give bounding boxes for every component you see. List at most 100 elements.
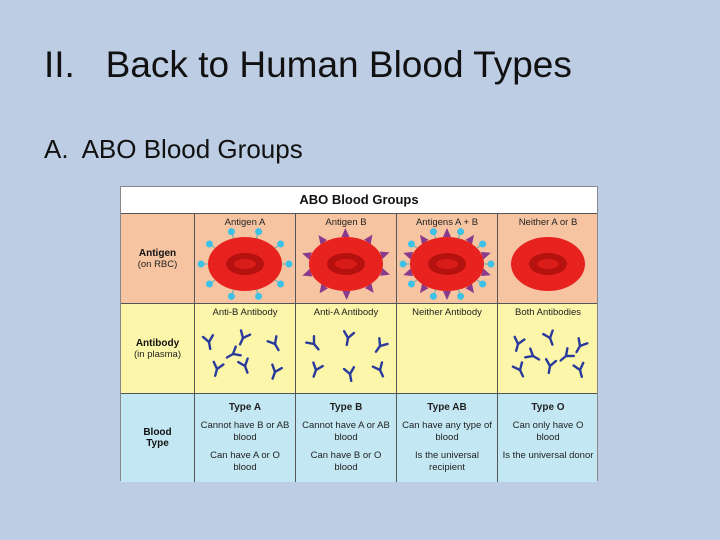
- antibody-arm: [237, 360, 247, 368]
- antigen-b-spike: [419, 283, 429, 294]
- antibody-header: Both Antibodies: [514, 307, 582, 318]
- anti-a-antibodies-icon: [305, 330, 389, 383]
- antigen-b-spike: [379, 251, 390, 260]
- grid-line: [295, 214, 296, 482]
- antibody-y-icon: [572, 361, 585, 378]
- antibody-y-icon: [542, 329, 554, 346]
- type-cell-b: Type B Cannot have A or AB blood Can hav…: [296, 394, 396, 482]
- antibody-arm: [342, 367, 352, 376]
- antibody-arm: [516, 338, 526, 346]
- antibody-arm: [346, 331, 356, 340]
- rbc-plain-icon: [511, 237, 585, 291]
- antigen-a-dot: [277, 240, 285, 248]
- antibody-arm: [378, 342, 389, 348]
- antibody-y-icon: [511, 361, 525, 378]
- antibody-arm: [314, 364, 324, 372]
- rbc-highlight: [436, 259, 458, 269]
- antibody-header: Anti-A Antibody: [313, 307, 379, 318]
- antigen-b-spike: [403, 251, 414, 260]
- antibody-arm: [572, 364, 582, 372]
- antigen-a-dot: [277, 280, 285, 288]
- antigen-b-spike: [443, 291, 451, 300]
- antigen-cell-b: Antigen B: [296, 214, 396, 303]
- grid-line: [121, 303, 597, 304]
- antibody-arm: [201, 335, 211, 344]
- slide-title: II. Back to Human Blood Types: [44, 44, 572, 85]
- antigen-a-dot: [227, 228, 235, 236]
- antibody-arm: [518, 361, 524, 372]
- antibody-y-icon: [575, 337, 589, 354]
- grid-line: [497, 214, 498, 482]
- blood-type-name: Type A: [228, 402, 262, 413]
- antibody-y-icon: [559, 347, 576, 362]
- antigen-a-dot: [407, 240, 415, 248]
- antibody-y-icon: [544, 358, 558, 375]
- antibody-cell-b: Anti-A Antibody: [296, 304, 396, 393]
- table-title: ABO Blood Groups: [299, 192, 419, 207]
- antibody-arm: [544, 358, 552, 368]
- antibody-arm: [378, 361, 384, 372]
- antigen-b-spike: [480, 251, 491, 260]
- antigen-b-spike: [480, 268, 491, 277]
- rbc-highlight: [234, 259, 256, 269]
- antibody-arm: [578, 361, 585, 372]
- antibody-y-icon: [201, 334, 215, 351]
- antigen-a-dot: [255, 292, 263, 300]
- anti-b-antibodies-icon: [201, 329, 283, 380]
- antibody-sublabel: (in plasma): [134, 348, 181, 360]
- antigen-cell-a: Antigen A: [195, 214, 295, 303]
- antibody-arm: [239, 329, 245, 340]
- antibody-y-icon: [312, 361, 324, 378]
- antibody-arm: [266, 340, 277, 346]
- antibody-arm: [215, 363, 225, 371]
- antigen-a-dot: [197, 260, 205, 268]
- antigen-header: Antigen A: [224, 217, 266, 228]
- antigen-b-spike: [319, 283, 328, 294]
- antibody-cell-a: Anti-B Antibody: [195, 304, 295, 393]
- antigen-a-dot: [205, 280, 213, 288]
- antibody-arm: [524, 354, 535, 359]
- type-allowed: Is the universal donor: [502, 450, 594, 461]
- grid-line: [194, 214, 195, 482]
- antibody-arm: [231, 345, 237, 356]
- blood-type-row-label: Blood Type: [121, 394, 194, 482]
- antibody-arm: [231, 352, 242, 357]
- rbc-with-antigens-a-b-icon: [399, 228, 495, 300]
- antibody-arm: [577, 337, 582, 348]
- antibody-arm: [578, 342, 589, 348]
- grid-line: [121, 213, 597, 214]
- antibody-y-icon: [524, 347, 541, 361]
- antibody-y-icon: [371, 361, 385, 378]
- antigen-a-dot: [205, 240, 213, 248]
- antigen-b-spike: [302, 268, 313, 277]
- type-restriction: Can only have O blood: [512, 420, 584, 443]
- blood-type-label: Blood Type: [143, 427, 172, 449]
- antibody-label: Antibody: [135, 337, 180, 349]
- grid-line: [396, 214, 397, 482]
- rbc-highlight: [537, 259, 559, 269]
- antigen-header: Neither A or B: [518, 217, 578, 228]
- type-cell-o: Type O Can only have O blood Is the univ…: [498, 394, 598, 482]
- rbc-with-antigen-b-icon: [302, 228, 390, 300]
- antigen-sublabel: (on RBC): [137, 258, 178, 270]
- antigen-a-dot: [479, 280, 487, 288]
- antibody-arm: [371, 365, 382, 372]
- antibody-y-icon: [238, 329, 252, 346]
- antibody-arm: [241, 333, 252, 340]
- antigen-a-dot: [457, 228, 465, 236]
- antigen-a-dot: [255, 228, 263, 236]
- antigen-a-dot: [407, 280, 415, 288]
- antibody-arm: [312, 334, 316, 346]
- antibody-y-icon: [374, 337, 389, 353]
- antigen-b-spike: [364, 283, 374, 293]
- antibody-arm: [271, 363, 277, 374]
- antigen-a-dot: [487, 260, 495, 268]
- antigen-cell-o: Neither A or B: [498, 214, 598, 303]
- antibody-header: Anti-B Antibody: [212, 307, 278, 318]
- type-cell-a: Type A Cannot have B or AB blood Can hav…: [195, 394, 295, 482]
- antibody-arm: [542, 332, 552, 340]
- antigen-a-dot: [429, 228, 437, 236]
- grid-line: [121, 393, 597, 394]
- antigen-label: Antigen: [138, 247, 177, 259]
- antibody-arm: [273, 335, 278, 346]
